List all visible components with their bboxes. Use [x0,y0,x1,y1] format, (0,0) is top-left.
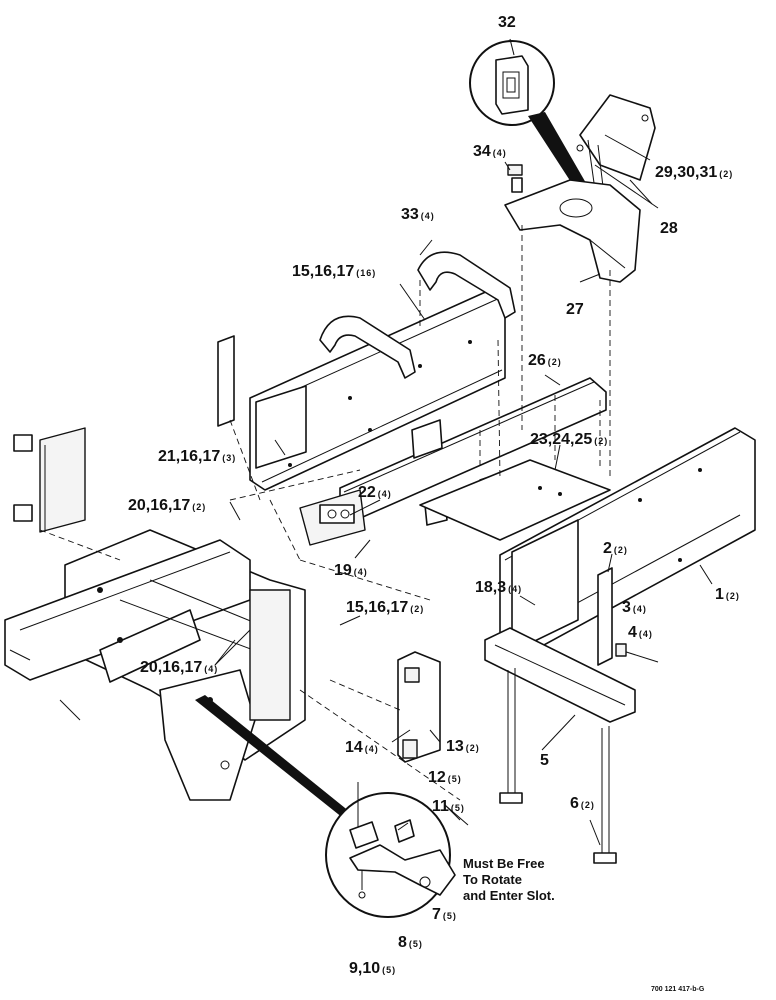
callout-4: 4(4) [628,624,653,641]
callout-2: 2(2) [603,540,628,557]
spring-bar-26 [299,377,607,546]
note-line-1: Must Be Free [463,856,545,871]
callout-32: 32 [498,14,516,31]
shield-28 [576,94,656,196]
callout-15-16-17-top: 15,16,17(16) [292,263,376,280]
left-frame-assembly [4,335,306,801]
bracket-18 [511,519,579,653]
leader-lines [39,38,713,846]
plate-23 [419,459,611,541]
callout-26: 26(2) [528,352,562,369]
callout-23-24-25: 23,24,25(2) [530,431,608,448]
upper-beam [249,289,506,491]
callout-9-10: 9,10(5) [349,960,396,977]
callout-18-3: 18,3(4) [475,579,522,596]
callout-29-30-31: 29,30,31(2) [655,164,733,181]
note-line-2: To Rotate [463,872,522,887]
callout-15-16-17-bottom: 15,16,17(2) [346,599,424,616]
callout-27: 27 [566,301,584,318]
callout-8: 8(5) [398,934,423,951]
callout-34: 34(4) [473,143,507,160]
note-line-3: and Enter Slot. [463,888,555,903]
mount-bracket-27 [504,177,641,283]
callout-6: 6(2) [570,795,595,812]
drawing-number: 700 121 417-b-G [651,986,705,993]
callout-3: 3(4) [622,599,647,616]
bolt-4 [615,643,659,663]
leg-6-left [499,668,523,804]
callouts: 32 34(4) 29,30,31(2) 28 33(4) 27 15,16,1… [128,14,740,993]
callout-1: 1(2) [715,586,740,603]
handle-33-right [417,251,516,319]
callout-7: 7(5) [432,906,457,923]
detail-circle-bottom [325,782,456,918]
detail-circle-top [469,40,590,196]
callout-19: 19(4) [334,562,368,579]
nut-34 [507,164,523,176]
callout-12: 12(5) [428,769,462,786]
bracket-2 [597,567,613,666]
callout-11: 11(5) [432,798,465,815]
callout-22: 22(4) [358,484,392,501]
handle-33-left [319,315,416,379]
callout-5: 5 [540,752,549,769]
plate-21 [255,385,307,469]
callout-20-16-17-top: 20,16,17(2) [128,497,206,514]
callout-14: 14(4) [345,739,379,756]
detail-leader-bottom [195,695,350,818]
leg-6-right [593,726,617,864]
callout-13: 13(2) [446,738,480,755]
base-angle-5 [484,627,636,723]
bracket-13 [397,651,441,763]
callout-33: 33(4) [401,206,435,223]
callout-20-16-17-bottom: 20,16,17(4) [140,659,218,676]
callout-28: 28 [660,220,678,237]
callout-21-16-17: 21,16,17(3) [158,448,236,465]
